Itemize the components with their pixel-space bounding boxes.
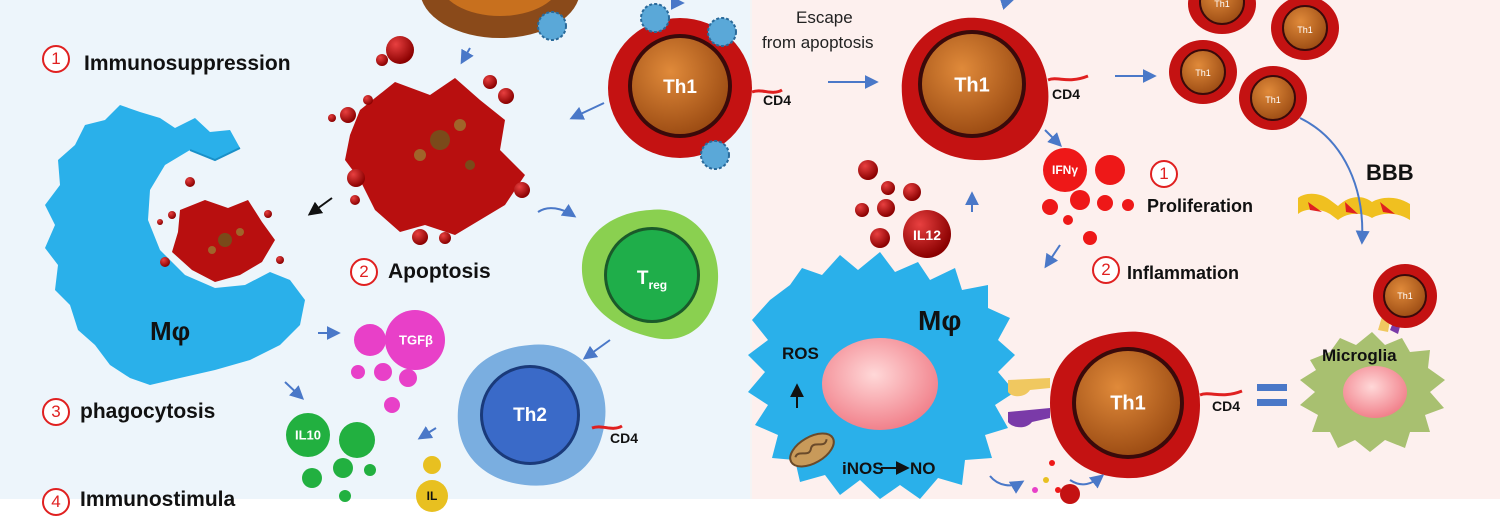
ifn-cluster — [1042, 148, 1134, 245]
no-label: NO — [910, 459, 936, 478]
phagocytosed-cell — [157, 177, 284, 282]
th1-cell-top — [608, 3, 783, 170]
th2-label: Th2 — [513, 405, 547, 426]
panel-divider — [750, 0, 752, 499]
bbb-label: BBB — [1366, 160, 1414, 185]
th2-cell — [457, 344, 623, 486]
treg-cell — [581, 209, 719, 340]
right-arrows — [828, 0, 1370, 494]
small-th1-label-2: Th1 — [1297, 25, 1313, 35]
right-step-2-label: Inflammation — [1127, 263, 1240, 283]
phagocytosis-arrow — [307, 197, 333, 216]
step-3-label: phagocytosis — [80, 400, 216, 423]
step-2-badge: 2 — [350, 258, 378, 286]
left-arrows — [284, 0, 685, 440]
right-step-1-badge: 1 — [1150, 160, 1178, 188]
microglia — [1300, 264, 1445, 452]
inos-label: iNOS — [842, 459, 884, 478]
step-4-badge: 4 — [42, 488, 70, 516]
brown-cell-top — [421, 0, 579, 41]
step-2-label: Apoptosis — [388, 260, 491, 283]
il-yellow-cluster — [416, 456, 448, 512]
escape-line-2: from apoptosis — [762, 33, 874, 52]
th1-cell-main — [901, 17, 1089, 161]
microglia-th1-label: Th1 — [1397, 291, 1413, 301]
treg-label: Treg — [636, 268, 668, 292]
step-3-badge: 3 — [42, 398, 70, 426]
diagram-artwork — [45, 0, 1445, 512]
th1-main-label: Th1 — [954, 74, 990, 97]
microglia-label: Microglia — [1322, 346, 1397, 365]
cd4-top-label: CD4 — [763, 92, 792, 108]
macrophage-right — [748, 252, 1015, 499]
il12-cluster — [855, 160, 951, 258]
il12-label: IL12 — [912, 227, 942, 243]
ros-label: ROS — [782, 344, 819, 363]
ros-nos-arrows — [790, 383, 910, 475]
ifn-label: IFNγ — [1051, 163, 1079, 177]
cd4-th2-label: CD4 — [610, 430, 639, 446]
macrophage-right-label: Mφ — [918, 305, 962, 336]
th1-top-label: Th1 — [663, 77, 697, 98]
step-1-badge: 1 — [42, 45, 70, 73]
bottom-small-dots — [1032, 460, 1080, 504]
bbb-barrier — [1298, 193, 1410, 220]
tgfb-label: TGFβ — [399, 332, 433, 348]
th1-cell-bottom — [1050, 331, 1243, 479]
small-th1-label-4: Th1 — [1265, 95, 1281, 105]
small-th1-label-1: Th1 — [1214, 0, 1230, 9]
th1-bottom-label: Th1 — [1110, 392, 1146, 415]
small-th1-label-3: Th1 — [1195, 68, 1211, 78]
escape-line-1: Escape — [796, 8, 853, 27]
receptor-pair — [1008, 378, 1050, 428]
tgfb-cluster — [351, 310, 445, 413]
cd4-main-label: CD4 — [1052, 86, 1081, 102]
equals-sign — [1257, 384, 1287, 406]
cd4-bottom-label: CD4 — [1212, 398, 1241, 414]
proliferating-cells — [1169, 0, 1339, 130]
il10-label: IL10 — [294, 427, 322, 443]
il-yellow-label: IL — [426, 489, 438, 503]
apoptotic-cell — [328, 36, 530, 245]
macrophage-left-label: Mφ — [150, 316, 191, 346]
right-step-1-label: Proliferation — [1147, 196, 1254, 216]
il10-cluster — [286, 413, 376, 502]
macrophage-left — [45, 105, 305, 385]
step-4-label: Immunostimula — [80, 488, 236, 511]
right-step-2-badge: 2 — [1092, 256, 1120, 284]
step-1-label: Immunosuppression — [84, 52, 291, 75]
